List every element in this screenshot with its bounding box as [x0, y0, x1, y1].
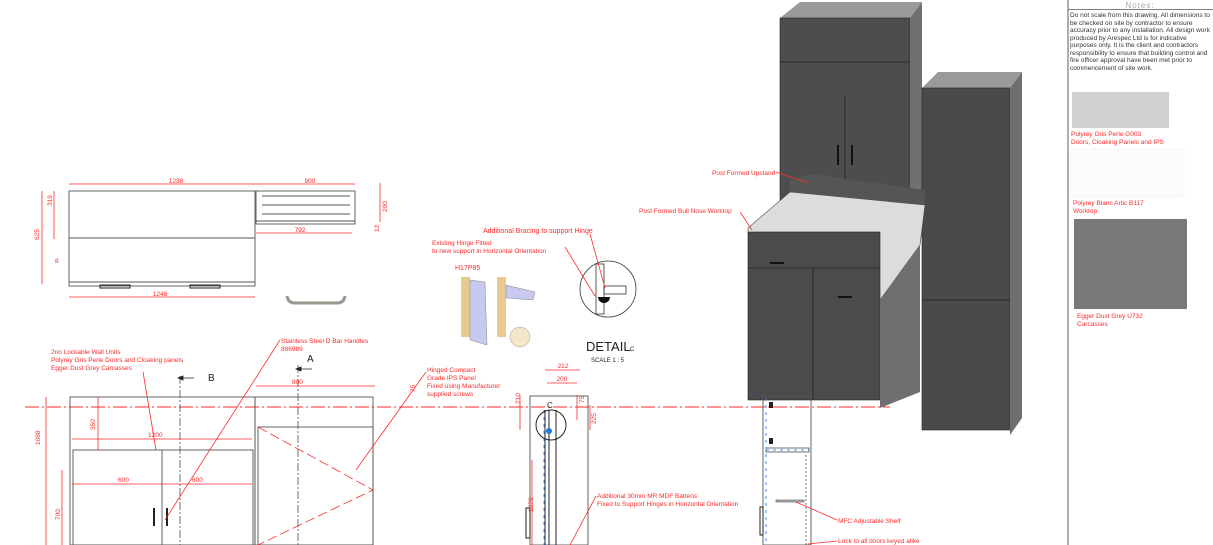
swatch-label: Polyrey Gris Perle G003	[1071, 131, 1141, 138]
notes-line: met prior to commencement of site work.	[1070, 57, 1193, 72]
dim-625: 625	[34, 229, 41, 240]
label-existing-hinge: to new support in Horizontal Orientation	[432, 248, 547, 255]
isometric-view: Post Formed Upstand Post Formed Bull Nos…	[639, 2, 1022, 435]
label-worktop: Post Formed Bull Nose Worktop	[639, 208, 732, 215]
label-ips-panel: supplied screws	[427, 391, 474, 398]
label-battens: Additional 30mm MR MDF Battens	[597, 493, 698, 500]
detail-scale: SCALE 1 : 5	[591, 358, 625, 364]
dim-1088: 1088	[35, 430, 42, 445]
dim-75: 75	[579, 395, 586, 403]
label-ips-panel: Fixed using Manufacturer	[427, 383, 501, 390]
label-upstand: Post Formed Upstand	[712, 170, 776, 177]
label-wall-units: Polyrey Gris Perle Doors and Cloaking pa…	[51, 357, 184, 364]
label-shelf: MFC Adjustable Shelf	[838, 518, 901, 525]
dim-1070: 1070	[528, 497, 535, 512]
dim-8: 8	[55, 258, 59, 265]
detail-c: Additional Bracing to support Hinge Exis…	[432, 228, 637, 364]
notes-line: contractor to ensure accuracy prior to a…	[1070, 19, 1210, 42]
section-marker-a[interactable]: A	[307, 354, 314, 365]
notes-line: by Arespec Ltd is for indicative purpose…	[1070, 34, 1199, 50]
detail-marker-c[interactable]: C	[547, 401, 553, 410]
label-battens: Fixed to Support Hinges in Horizontal Or…	[597, 501, 739, 508]
dim-800: 800	[305, 178, 316, 185]
dim-1238: 1238	[169, 178, 184, 185]
dim-1246: 1246	[153, 291, 168, 298]
swatch-gris-perle	[1072, 92, 1169, 128]
swatch-dust-grey	[1074, 219, 1187, 309]
dim-350: 350	[90, 419, 97, 430]
dim-600: 600	[192, 477, 203, 484]
dim-210: 210	[515, 393, 522, 404]
swatch-label: Egger Dust Grey U732	[1077, 313, 1143, 320]
swatch-label: Carcasses	[1077, 321, 1108, 328]
dim-800: 800	[292, 379, 303, 386]
label-ips-panel: Grade IPS Panel	[427, 375, 476, 382]
dim-1200: 1200	[148, 432, 163, 439]
dim-200: 200	[557, 376, 568, 383]
notes-line: Do not scale from this drawing. All dime…	[1070, 12, 1210, 27]
label-existing-hinge: Existing Hinge Fitted	[432, 240, 492, 247]
d-bar-handle-image	[285, 295, 347, 305]
dim-12: 12	[374, 224, 381, 232]
swatch-blanc-artic	[1070, 148, 1185, 198]
dim-212: 212	[558, 363, 569, 370]
label-wall-units: 2no Lockable Wall Units	[51, 349, 121, 356]
hinge-code: H17P85	[455, 265, 480, 272]
detail-title: DETAIL	[586, 339, 631, 354]
label-wall-units: Egger Dust Grey Carcasses	[51, 365, 133, 372]
detail-suffix: C	[630, 347, 635, 353]
dim-200: 200	[382, 201, 389, 212]
label-handles: Stainless Steel D Bar Handles	[281, 338, 369, 345]
label-lock: Lock to all doors keyed alike	[838, 538, 920, 545]
dim-700: 700	[55, 509, 62, 520]
label-handles: 886989	[281, 346, 303, 353]
notes-panel: Notes: Polyrey Gris Perle G003 Doors, Cl…	[1067, 0, 1213, 545]
swatch-label: Polyrey Blanc Artic B117	[1073, 200, 1144, 207]
swatch-label: Worktop	[1073, 208, 1097, 215]
front-elevation: B A 1088 350 1200 600 600 700 800 75 2no…	[25, 338, 920, 545]
hinge-illustration	[461, 277, 470, 337]
section-marker-b[interactable]: B	[208, 373, 215, 384]
dim-792: 792	[295, 227, 306, 234]
dim-600: 600	[118, 477, 129, 484]
notes-line: responsibility to ensure that building c…	[1070, 49, 1208, 65]
label-ips-panel: Hinged Compact	[427, 367, 476, 374]
swatch-label: Doors, Cloaking Panels and IPS	[1071, 139, 1165, 146]
plan-view: 1238 800 792 1246 319 625 8 200 12	[34, 178, 389, 305]
notes-title: Notes:	[1125, 1, 1154, 10]
dim-75: 75	[410, 384, 417, 392]
dim-225: 225	[591, 413, 598, 424]
notes-text: Do not scale from this drawing. All dime…	[1070, 12, 1211, 72]
label-bracing: Additional Bracing to support Hinge	[483, 228, 593, 235]
dim-319: 319	[47, 195, 54, 206]
